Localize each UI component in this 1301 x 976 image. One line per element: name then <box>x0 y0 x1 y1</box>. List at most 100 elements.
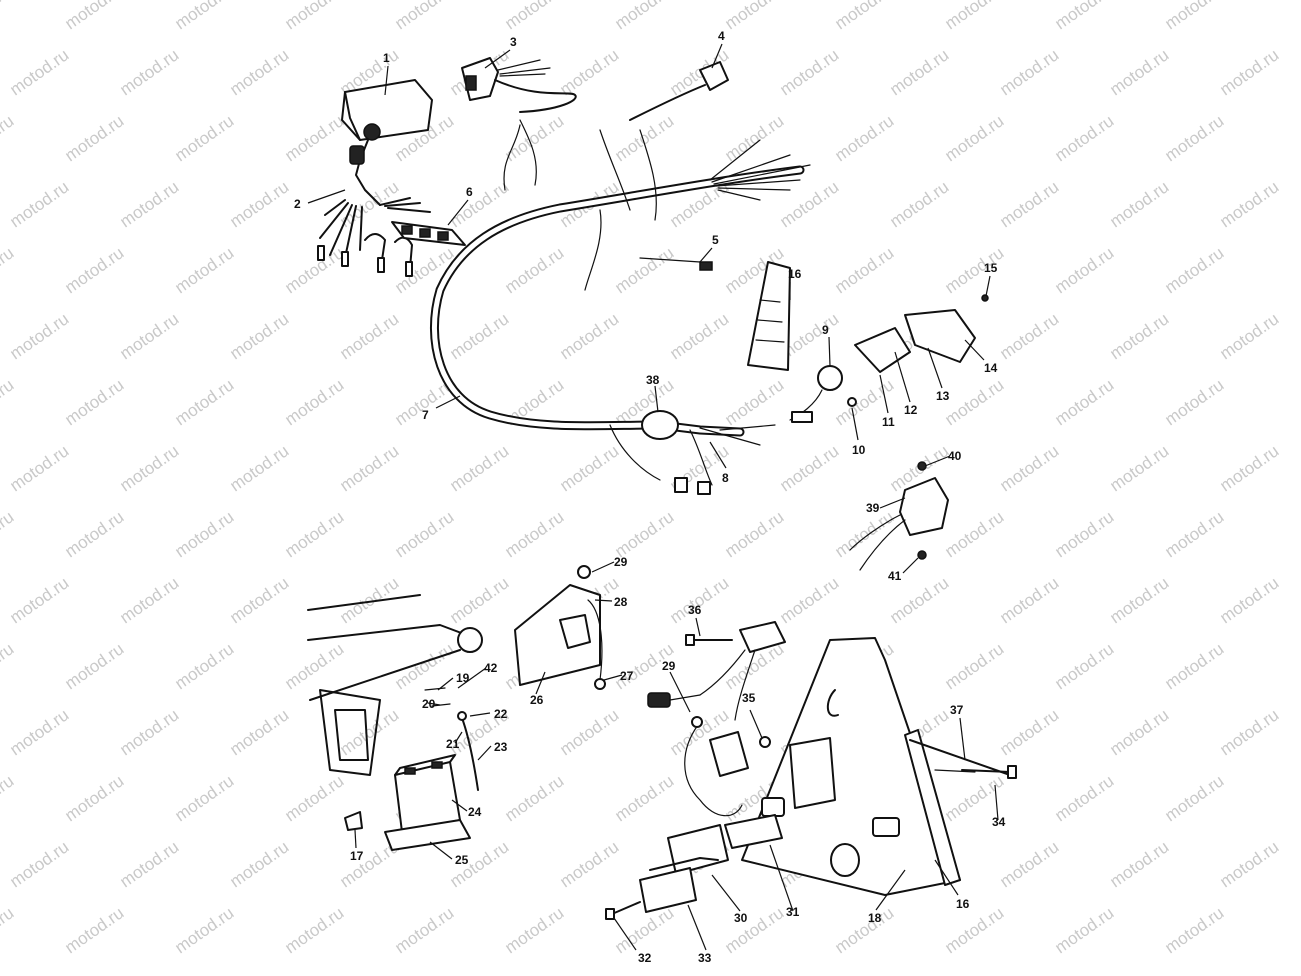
watermark-text: motod.ru <box>6 441 72 495</box>
watermark-text: motod.ru <box>611 111 677 165</box>
wire-bundle-left <box>317 197 431 277</box>
watermark-text: motod.ru <box>776 573 842 627</box>
watermark-text: motod.ru <box>1051 375 1117 429</box>
watermark-text: motod.ru <box>1106 441 1172 495</box>
watermark-text: motod.ru <box>721 903 787 957</box>
callout-9: 9 <box>822 323 829 337</box>
watermark-text: motod.ru <box>1051 111 1117 165</box>
watermark-text: motod.ru <box>776 441 842 495</box>
watermark-text: motod.ru <box>1106 177 1172 231</box>
watermark-text: motod.ru <box>1216 177 1282 231</box>
battery <box>394 754 461 833</box>
watermark-text: motod.ru <box>611 903 677 957</box>
watermark-text: motod.ru <box>116 441 182 495</box>
watermark-text: motod.ru <box>61 111 127 165</box>
watermark-text: motod.ru <box>0 507 17 561</box>
watermark-text: motod.ru <box>6 705 72 759</box>
watermark-text: motod.ru <box>996 45 1062 99</box>
callout-20: 20 <box>422 697 436 711</box>
callout-14: 14 <box>984 361 998 375</box>
callout-25: 25 <box>455 853 469 867</box>
watermark-text: motod.ru <box>831 243 897 297</box>
watermark-text: motod.ru <box>996 837 1062 891</box>
watermark-text: motod.ru <box>996 441 1062 495</box>
watermark-text: motod.ru <box>61 507 127 561</box>
watermark-text: motod.ru <box>0 771 17 825</box>
callout-layer: 1 2 3 4 5 6 7 8 9 10 11 12 13 14 15 16 1… <box>294 29 1006 965</box>
watermark-text: motod.ru <box>941 507 1007 561</box>
callout-15: 15 <box>984 261 998 275</box>
watermark-text: motod.ru <box>6 45 72 99</box>
watermark-text: motod.ru <box>666 573 732 627</box>
watermark-text: motod.ru <box>0 0 17 33</box>
watermark-text: motod.ru <box>226 177 292 231</box>
watermark-text: motod.ru <box>171 0 237 33</box>
watermark-text: motod.ru <box>556 309 622 363</box>
watermark-text: motod.ru <box>941 375 1007 429</box>
watermark-text: motod.ru <box>0 903 17 957</box>
watermark-text: motod.ru <box>721 375 787 429</box>
bolt-34 <box>961 765 1017 779</box>
callout-16-rail: 16 <box>956 897 970 911</box>
callout-29-bottom: 29 <box>662 659 676 673</box>
watermark-text: motod.ru <box>611 507 677 561</box>
watermark-text: motod.ru <box>0 243 17 297</box>
watermark-text: motod.ru <box>1161 243 1227 297</box>
watermark-text: motod.ru <box>171 507 237 561</box>
watermark-text: motod.ru <box>226 705 292 759</box>
callout-27: 27 <box>620 669 634 683</box>
watermark-text: motod.ru <box>1216 309 1282 363</box>
headlight-assembly <box>341 79 433 206</box>
watermark-text: motod.ru <box>281 639 347 693</box>
watermark-text: motod.ru <box>226 309 292 363</box>
callout-21: 21 <box>446 737 460 751</box>
watermark-text: motod.ru <box>6 573 72 627</box>
watermark-text: motod.ru <box>446 441 512 495</box>
watermark-text: motod.ru <box>116 45 182 99</box>
watermark-text: motod.ru <box>61 0 127 33</box>
watermark-text: motod.ru <box>391 903 457 957</box>
watermark-text: motod.ru <box>116 837 182 891</box>
callout-8: 8 <box>722 471 729 485</box>
callout-17: 17 <box>350 849 364 863</box>
watermark-text: motod.ru <box>556 705 622 759</box>
watermark-text: motod.ru <box>1216 837 1282 891</box>
callout-40: 40 <box>948 449 962 463</box>
watermark-text: motod.ru <box>776 45 842 99</box>
watermark-text: motod.ru <box>1216 45 1282 99</box>
callout-41: 41 <box>888 569 902 583</box>
mount-plate <box>724 814 783 849</box>
watermark-text: motod.ru <box>0 639 17 693</box>
watermark-text: motod.ru <box>171 903 237 957</box>
watermark-text: motod.ru <box>1216 441 1282 495</box>
callout-12: 12 <box>904 403 918 417</box>
watermark-text: motod.ru <box>501 771 567 825</box>
callout-19: 19 <box>456 671 470 685</box>
frame-section <box>307 594 483 831</box>
watermark-text: motod.ru <box>281 903 347 957</box>
connector-plug <box>629 61 729 121</box>
watermark-text: motod.ru <box>391 0 457 33</box>
watermark-text: motod.ru <box>1051 903 1117 957</box>
cdi-module <box>647 621 786 721</box>
callout-4: 4 <box>718 29 725 43</box>
watermark-text: motod.ru <box>501 243 567 297</box>
watermark-text: motod.ru <box>171 639 237 693</box>
watermark-text: motod.ru <box>831 0 897 33</box>
watermark-text: motod.ru <box>61 639 127 693</box>
watermark-text: motod.ru <box>1106 705 1172 759</box>
callout-39: 39 <box>866 501 880 515</box>
callout-5: 5 <box>712 233 719 247</box>
watermark-text: motod.ru <box>446 309 512 363</box>
callout-2: 2 <box>294 197 301 211</box>
watermark-text: motod.ru <box>1161 375 1227 429</box>
watermark-text: motod.ru <box>721 507 787 561</box>
watermark-text: motod.ru <box>996 573 1062 627</box>
watermark-text: motod.ru <box>281 0 347 33</box>
watermark-text: motod.ru <box>1161 507 1227 561</box>
callout-35: 35 <box>742 691 756 705</box>
watermark-text: motod.ru <box>0 375 17 429</box>
watermark-text: motod.ru <box>1216 705 1282 759</box>
watermark-text: motod.ru <box>556 45 622 99</box>
watermark-text: motod.ru <box>446 573 512 627</box>
